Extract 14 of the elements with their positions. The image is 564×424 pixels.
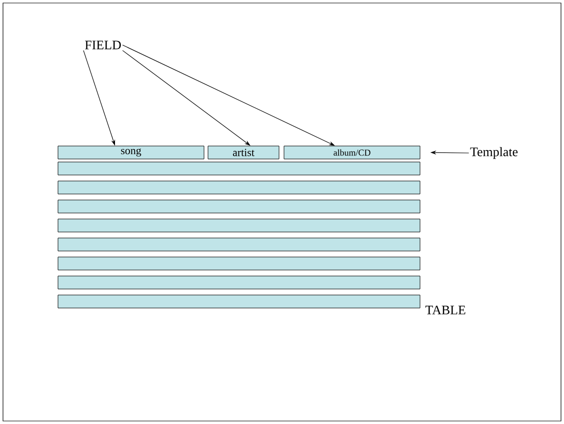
callout-text: Template bbox=[470, 147, 518, 159]
table-row bbox=[58, 180, 420, 194]
table-row bbox=[58, 276, 420, 290]
table-row bbox=[58, 256, 420, 270]
table-row bbox=[58, 218, 420, 232]
callout-text: FIELD bbox=[85, 40, 121, 50]
table-row bbox=[58, 294, 420, 308]
table-row bbox=[58, 200, 420, 214]
field-box: song bbox=[58, 146, 204, 160]
table-row bbox=[58, 162, 420, 176]
field-box: album/CD bbox=[284, 146, 420, 160]
table-row bbox=[58, 238, 420, 252]
field-box: artist bbox=[208, 146, 280, 160]
table-label: TABLE bbox=[425, 306, 466, 314]
